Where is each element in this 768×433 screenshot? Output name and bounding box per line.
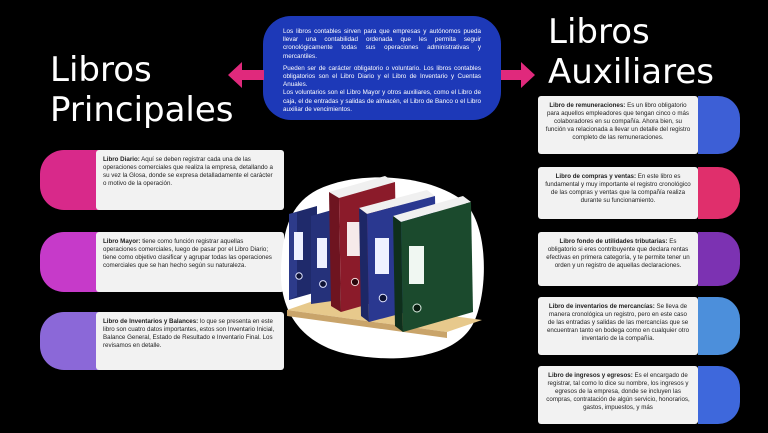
card-tab [698,232,740,286]
right-title-line2: Auxiliares [548,52,714,92]
card-panel: Libro de remuneraciones: Es un libro obl… [538,96,698,154]
card-heading: Libro de remuneraciones: [549,102,626,109]
card-tab [698,366,740,424]
card-panel: Libro Mayor: tiene como función registra… [96,232,284,292]
card-panel: Libro de compras y ventas: En este libro… [538,167,698,219]
card-tab [698,167,740,219]
right-arrow-icon [501,62,535,88]
card-tab [698,297,740,355]
card-heading: Libro de Inventarios y Balances: [103,318,199,325]
left-card-libro-diario: Libro Diario: Aquí se deben registrar ca… [40,150,284,210]
left-card-libro-mayor: Libro Mayor: tiene como función registra… [40,232,284,292]
center-description-box: Los libros contables sirven para que emp… [263,16,501,120]
card-heading: Libro Mayor: [103,238,141,245]
card-heading: Libro de inventarios de mercancías: [548,303,655,310]
right-card-remuneraciones: Libro de remuneraciones: Es un libro obl… [538,96,740,154]
card-tab [40,150,104,210]
card-heading: Libro Diario: [103,156,140,163]
card-tab [40,312,104,370]
card-panel: Libro de ingresos y egresos: Es el encar… [538,366,698,424]
left-arrow-icon [228,62,264,88]
left-card-libro-inventarios: Libro de Inventarios y Balances: lo que … [40,312,284,370]
card-text: lo que se presenta en este libro son cua… [103,318,275,350]
card-tab [40,232,104,292]
card-text: tiene como función registrar aquellas op… [103,238,272,270]
right-card-compras-ventas: Libro de compras y ventas: En este libro… [538,167,740,219]
card-text: Es el encargado de registrar, tal como l… [546,372,690,412]
card-text: En este libro es fundamental y muy impor… [545,173,691,205]
card-heading: Libro de compras y ventas: [555,173,637,180]
card-heading: Libro fondo de utilidades tributarias: [559,238,668,245]
card-text: Es un libro obligatorio para aquellos em… [545,102,691,142]
binder-green-icon [393,196,473,332]
card-panel: Libro de Inventarios y Balances: lo que … [96,312,284,370]
left-title-line2: Principales [50,90,234,130]
card-panel: Libro de inventarios de mercancías: Se l… [538,297,698,355]
left-title-line1: Libros [50,50,152,90]
center-paragraph-1: Los libros contables sirven para que emp… [283,28,481,60]
card-text: Aquí se deben registrar cada una de las … [103,156,273,188]
right-card-ingresos-egresos: Libro de ingresos y egresos: Es el encar… [538,366,740,424]
card-text: Se lleva de manera cronológica un regist… [546,303,690,343]
right-card-inventarios-mercancias: Libro de inventarios de mercancías: Se l… [538,297,740,355]
card-panel: Libro Diario: Aquí se deben registrar ca… [96,150,284,210]
card-tab [698,96,740,154]
card-heading: Libro de ingresos y egresos: [548,372,633,379]
right-title: Libros Auxiliares [548,12,714,92]
center-paragraph-3: Los voluntarios son el Libro Mayor y otr… [283,89,481,113]
card-panel: Libro fondo de utilidades tributarias: E… [538,232,698,286]
left-title: Libros Principales [50,50,234,130]
right-title-line1: Libros [548,12,650,52]
right-card-fondo-utilidades: Libro fondo de utilidades tributarias: E… [538,232,740,286]
binders-illustration [280,176,484,359]
binder-navy-small-icon [289,206,317,300]
center-paragraph-2: Pueden ser de carácter obligatorio o vol… [283,64,481,89]
card-text: Es obligatorio si eres contribuyente que… [546,238,690,270]
